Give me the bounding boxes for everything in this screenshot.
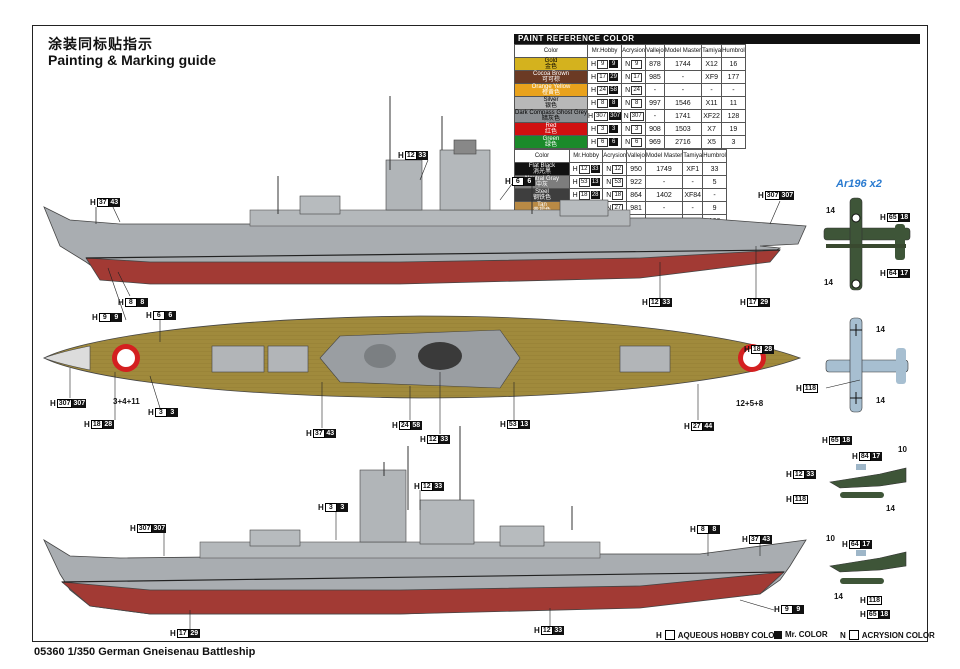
decal-number: 14 [834, 592, 843, 601]
aircraft-title: Ar196 x2 [836, 178, 882, 190]
aircraft-side-view-2 [829, 550, 907, 584]
ship-side-view-bottom [43, 426, 807, 615]
aircraft-drawings [823, 197, 911, 584]
decal-number: 10 [898, 445, 907, 454]
decal-number: 14 [824, 278, 833, 287]
decal-numbers: 3+4+11 [113, 397, 140, 406]
aircraft-bottom-view [825, 317, 909, 413]
decal-number: 14 [886, 504, 895, 513]
decal-number: 14 [826, 206, 835, 215]
decal-numbers: 12+5+8 [736, 399, 764, 408]
tamiya-code: - [682, 175, 704, 189]
humbrol-code: 3 [721, 135, 746, 149]
decal-number: 14 [876, 396, 885, 405]
model-master-code: 2716 [663, 135, 703, 149]
title-chinese: 涂装同标贴指示 [48, 37, 153, 53]
page-title: Painting & Marking guide [48, 52, 217, 68]
aircraft-side-view-1 [829, 464, 907, 498]
tamiya-code: XF9 [701, 70, 723, 84]
aqueous-box-icon [664, 630, 675, 640]
paint-table-heading: PAINT REFERENCE COLOR [514, 34, 920, 44]
ship-deck-view [43, 315, 802, 399]
ship-side-view-top [43, 96, 807, 285]
tamiya-code: X5 [701, 135, 723, 149]
decal-number: 14 [876, 325, 885, 334]
acrysion-box-icon [848, 630, 859, 640]
mr-color-box-icon [774, 630, 782, 639]
vallejo-code: 969 [645, 135, 665, 149]
legend-mr-color: Mr. COLOR [774, 630, 828, 639]
leader-lines [69, 159, 861, 630]
product-title: 05360 1/350 German Gneisenau Battleship [34, 646, 256, 658]
page-frame [32, 25, 928, 642]
decal-number: 10 [826, 534, 835, 543]
model-master-code: 1741 [663, 109, 703, 123]
aircraft-top-view [823, 197, 911, 291]
